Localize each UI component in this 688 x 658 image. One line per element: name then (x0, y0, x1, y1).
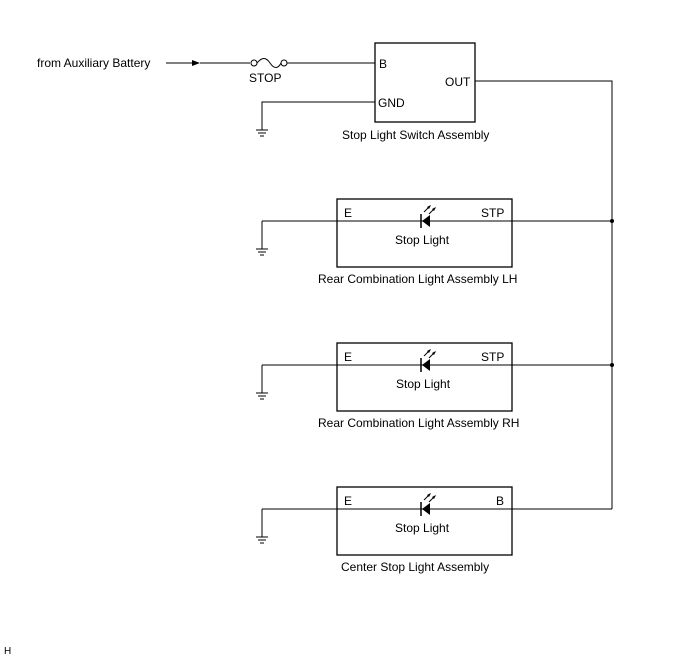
led-icon (420, 493, 436, 516)
lamp-title: Rear Combination Light Assembly LH (318, 272, 517, 286)
lamp-assembly-center: E B Stop Light Center Stop Light Assembl… (256, 486, 612, 574)
fuse-icon (250, 58, 288, 68)
lamp-box (336, 198, 513, 268)
led-icon (420, 205, 436, 228)
lamp-pin-power: STP (481, 206, 504, 220)
fuse-label: STOP (249, 71, 281, 85)
lamp-pin-ground: E (344, 494, 352, 508)
lamp-pin-power: B (496, 494, 504, 508)
lamp-box (336, 486, 513, 556)
lamp-inner-label: Stop Light (395, 233, 450, 247)
wire-switch-gnd (261, 101, 375, 130)
switch-title: Stop Light Switch Assembly (342, 128, 489, 142)
lamp-assembly-lh: E STP Stop Light Rear Combination Light … (256, 198, 612, 286)
corner-mark: H (4, 646, 11, 657)
switch-pin-gnd: GND (378, 96, 405, 110)
lamp-inner-label: Stop Light (396, 377, 451, 391)
source-label: from Auxiliary Battery (37, 56, 150, 70)
stop-light-switch-box (374, 42, 476, 123)
ground-icon (256, 536, 268, 544)
source-arrow-icon (166, 60, 200, 66)
led-icon (420, 349, 436, 372)
lamp-title: Center Stop Light Assembly (341, 560, 489, 574)
lamp-box (336, 342, 513, 412)
wire-out-bus (475, 80, 613, 509)
lamp-assembly-rh: E STP Stop Light Rear Combination Light … (256, 342, 612, 430)
lamp-pin-ground: E (344, 206, 352, 220)
lamp-title: Rear Combination Light Assembly RH (318, 416, 519, 430)
ground-icon (256, 129, 268, 137)
lamp-pin-ground: E (344, 350, 352, 364)
lamp-inner-label: Stop Light (395, 521, 450, 535)
ground-icon (256, 248, 268, 256)
ground-icon (256, 392, 268, 400)
switch-pin-out: OUT (445, 75, 471, 89)
lamp-pin-power: STP (481, 350, 504, 364)
switch-pin-b: B (379, 57, 387, 71)
